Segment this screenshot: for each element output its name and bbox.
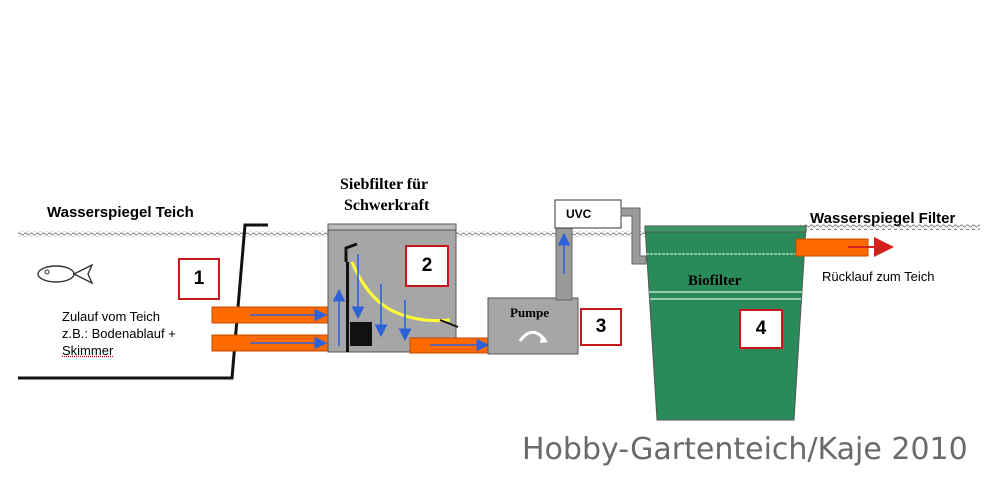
return-label: Rücklauf zum Teich — [822, 269, 935, 284]
water-line-pond — [18, 231, 330, 237]
number-box-3: 3 — [580, 308, 622, 346]
fish-icon — [37, 263, 94, 285]
uvc-outlet-pipe — [620, 207, 647, 265]
number-box-2: 2 — [405, 245, 449, 287]
inflow-label-line3: Skimmer — [62, 343, 114, 358]
water-line-mid — [455, 231, 650, 237]
pond-wall — [18, 223, 268, 380]
number-box-4: 4 — [739, 309, 783, 349]
sieve-filter-title-line1: Siebfilter für — [340, 176, 429, 193]
water-line-filter — [800, 224, 980, 230]
pump-box — [487, 297, 579, 355]
sieve-inner-wall — [346, 262, 349, 352]
sieve-filter-title-line2: Schwerkraft — [344, 197, 430, 214]
water-level-pond-label: Wasserspiegel Teich — [47, 204, 194, 221]
inflow-label-line2: z.B.: Bodenablauf + — [62, 326, 176, 341]
number-box-1: 1 — [178, 258, 220, 300]
water-level-filter-label: Wasserspiegel Filter — [810, 210, 956, 227]
biofilter-label: Biofilter — [688, 273, 742, 289]
uvc-label: UVC — [566, 207, 592, 221]
pump-label: Pumpe — [510, 305, 549, 320]
uvc-box — [554, 199, 622, 229]
sieve-collector — [350, 322, 372, 346]
inflow-label-line1: Zulauf vom Teich — [62, 309, 161, 324]
watermark: Hobby-Gartenteich/Kaje 2010 — [522, 432, 968, 467]
sieve-screen — [350, 261, 451, 323]
